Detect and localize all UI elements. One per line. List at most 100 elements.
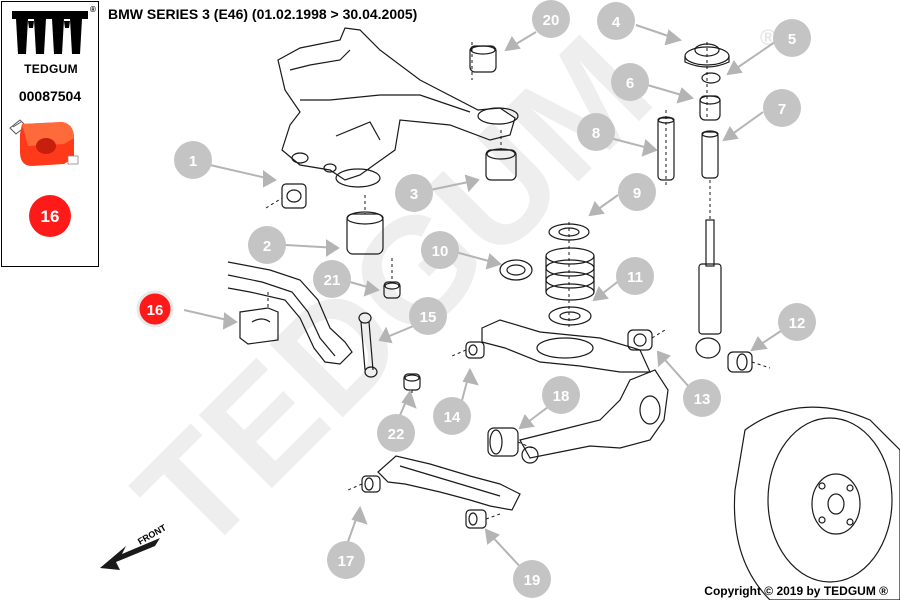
callout-circle [174,141,212,179]
callout-number: 19 [524,572,541,589]
lower-control-arm [481,319,651,373]
callout-circle [532,0,570,38]
part-6-bump-stop [699,95,721,121]
callout-1: 1 [174,141,212,179]
callout-number: 16 [147,302,164,319]
callout-10: 10 [421,231,459,269]
part-16-stabilizer-bush [239,307,279,345]
watermark-text: TEDGUM [104,4,682,582]
callout-circle [513,560,551,598]
callout-circle [433,397,471,435]
part-10-bearing [499,259,533,281]
coil-spring [545,247,595,301]
callout-circle [616,257,654,295]
part-15-drop-link [358,312,378,378]
callout-circle [409,297,447,335]
callout-circle [327,541,365,579]
brand-name: TEDGUM [24,62,78,76]
callout-22: 22 [377,414,415,452]
part-info-panel: ® TEDGUM 00087504 16 [1,1,99,267]
brand-logo [12,11,88,54]
callout-2: 2 [248,226,286,264]
callout-number: 3 [410,186,418,203]
page-title: BMW SERIES 3 (E46) (01.02.1998 > 30.04.2… [108,6,418,22]
callout-circle [683,379,721,417]
callout-number: 8 [592,125,600,142]
callout-6: 6 [611,63,649,101]
callout-5: 5 [773,19,811,57]
callout-number: 11 [627,269,643,286]
callout-number: 14 [444,409,461,426]
article-number: 00087504 [18,88,82,104]
callout-number: 1 [189,153,197,170]
callout-number: 6 [626,75,634,92]
callout-number: 18 [553,388,570,405]
callout-number: 2 [263,238,271,255]
brake-drum-wheel [733,406,900,600]
part-17-bush [361,475,381,493]
callout-circle [377,414,415,452]
callout-number: 17 [338,553,355,570]
copyright-text: Copyright © 2019 by TEDGUM ® [704,584,888,598]
part-19-bush [465,509,487,529]
part-18-bush [487,427,519,457]
axis-guides [265,42,771,520]
callout-number: 21 [324,272,341,289]
callout-circle [421,231,459,269]
wheel-carrier [519,369,669,464]
callout-number: 10 [432,243,449,260]
callout-number: 22 [388,426,405,443]
callout-leaders [183,24,791,573]
highlight-part-number: 16 [41,207,60,226]
part-21-bush [383,281,401,299]
callout-number: 7 [778,101,786,118]
part-14-bush [465,341,485,359]
callout-21: 21 [313,260,351,298]
line-art [227,27,900,600]
callout-number: 9 [633,185,641,202]
callout-16: 16 [136,290,174,328]
callout-circle [395,174,433,212]
callout-18: 18 [542,376,580,414]
callout-circle [778,303,816,341]
callout-20: 20 [532,0,570,38]
callout-circle [542,376,580,414]
callout-3: 3 [395,174,433,212]
callout-11: 11 [616,257,654,295]
part-thumbnail [9,119,79,166]
callout-circle [611,63,649,101]
callout-number: 5 [788,31,796,48]
callout-13: 13 [683,379,721,417]
callout-number: 20 [543,12,560,29]
callout-19: 19 [513,560,551,598]
part-20-bush [469,45,497,73]
callout-number: 13 [694,391,711,408]
callout-17: 17 [327,541,365,579]
part-11-spring-seat [548,306,592,326]
callout-8: 8 [577,113,615,151]
callout-circle [577,113,615,151]
callout-circle [618,173,656,211]
part-5-washer [701,72,721,84]
lower-wishbone [377,455,521,511]
callout-15: 15 [409,297,447,335]
part-13-bush [627,329,653,351]
rear-subframe [277,27,519,188]
callout-circle [313,260,351,298]
callout-circle [763,89,801,127]
front-direction-arrow [100,538,160,570]
part-7-dust-cover [701,130,719,179]
callout-7: 7 [763,89,801,127]
part-12-bush [727,351,753,373]
callout-12: 12 [778,303,816,341]
callout-number: 4 [612,14,621,31]
highlight-part-badge: 16 [29,195,71,237]
part-1-bush [281,183,307,209]
callout-circle [597,2,635,40]
callout-4: 4 [597,2,635,40]
brand-registered-mark: ® [90,5,96,14]
stabilizer-bar [227,261,353,365]
